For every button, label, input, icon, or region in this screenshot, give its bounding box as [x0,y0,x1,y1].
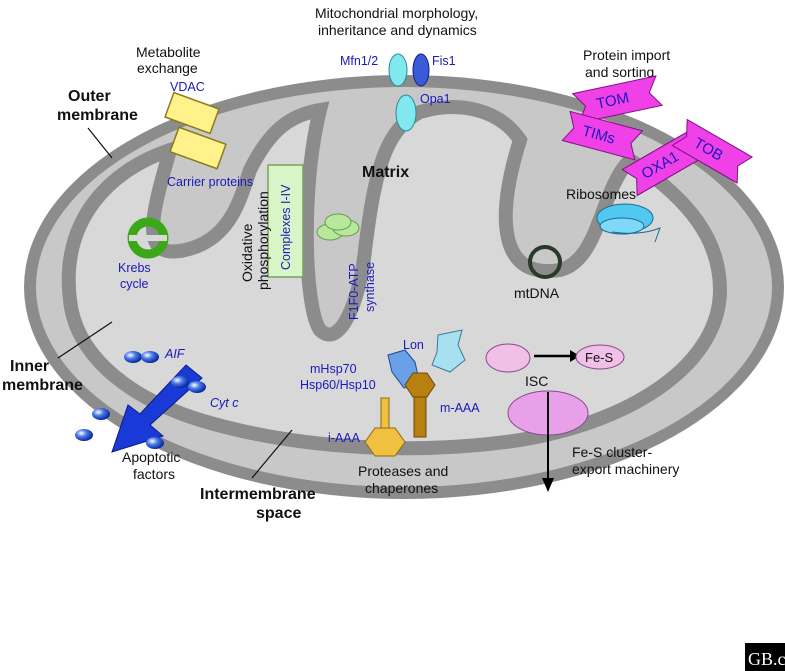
journal-logo-box [745,643,785,671]
morphology-label-2: inheritance and dynamics [318,22,477,38]
opa-protein [395,94,417,132]
atp-synthase-label-2: synthase [363,262,377,312]
fis-protein [412,53,430,87]
mfn-protein [388,53,408,87]
tom-complex: TOM [571,75,664,124]
carrier-proteins-label: Carrier proteins [167,175,253,189]
outer-membrane-label-1: Outer [68,88,111,105]
tims-complex: TIMs [561,110,644,161]
proteases-label-1: Proteases and [358,463,448,479]
apoptotic-label-1: Apoptotic [122,449,180,465]
krebs-label-1: Krebs [118,261,151,275]
fis-label: Fis1 [432,54,456,68]
isc-label: ISC [525,373,548,389]
metabolite-label-2: exchange [137,60,198,76]
m-aaa-label: m-AAA [440,401,480,415]
export-label-2: export machinery [572,461,679,477]
inner-membrane-shape [61,100,728,456]
metabolite-label-1: Metabolite [136,44,201,60]
tob-complex: TOB [671,118,754,184]
mhsp-label-1: mHsp70 [310,362,357,376]
mfn-label: Mfn1/2 [340,54,378,68]
protein-import-label-1: Protein import [583,47,670,63]
oxphos-label-2: phosphorylation [255,191,271,290]
fes-label: Fe-S [585,350,614,365]
inner-membrane-label-2: membrane [2,377,83,394]
export-label-1: Fe-S cluster- [572,444,652,460]
lon-label: Lon [403,338,424,352]
atp-synthase-label-1: F1F0-ATP [347,263,361,320]
morphology-label-1: Mitochondrial morphology, [315,5,478,21]
matrix-label: Matrix [362,164,409,181]
mtdna-label: mtDNA [514,285,560,301]
krebs-label-2: cycle [120,277,149,291]
proteases-label-2: chaperones [365,480,438,496]
fes-cluster [575,344,625,370]
i-aaa-protease [364,397,406,457]
outer-membrane-leader [87,127,113,159]
oxphos-label-1: Oxidative [239,223,255,282]
outer-membrane-label-2: membrane [57,107,138,124]
lon-protease [431,329,466,373]
inner-membrane-leader [57,321,113,359]
ribosomes-label: Ribosomes [566,186,636,202]
mtdna-icon [528,245,562,279]
isc-complex [485,343,531,373]
krebs-cycle-icon [127,217,169,259]
intermembrane-leader [251,429,293,479]
journal-logo: GB.c [748,649,785,669]
intermembrane-label-1: Intermembrane [200,486,316,503]
opa-label: Opa1 [420,92,451,106]
atp-synthase-icon [316,213,360,241]
intermembrane-label-2: space [256,505,301,522]
inner-membrane-label-1: Inner [10,358,49,375]
aif-label: AIF [164,347,186,361]
tom-label: TOM [595,89,631,113]
vdac-label: VDAC [170,80,205,94]
carrier-proteins-channel [169,126,227,170]
complexes-label: Complexes I-IV [279,184,293,270]
m-aaa-protease [404,372,436,438]
protein-import-label-2: and sorting [585,64,654,80]
apoptotic-factor-particles [75,351,206,449]
apoptotic-label-2: factors [133,466,175,482]
complexes-box [267,164,304,278]
vdac-channel [164,91,220,135]
i-aaa-label: i-AAA [328,431,361,445]
ribosome-icon [596,203,661,243]
mhsp-label-2: Hsp60/Hsp10 [300,378,376,392]
cytc-label: Cyt c [210,396,239,410]
